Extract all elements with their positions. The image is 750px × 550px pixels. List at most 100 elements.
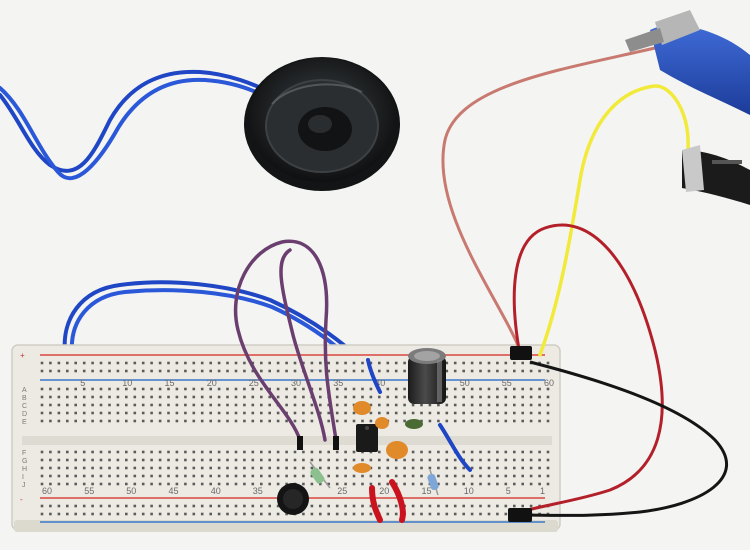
breadboard-hole <box>293 395 297 399</box>
breadboard-hole <box>521 369 524 373</box>
breadboard-hole <box>361 482 364 486</box>
breadboard-hole <box>260 403 263 407</box>
breadboard-hole <box>394 512 398 516</box>
breadboard-hole <box>335 466 339 470</box>
breadboard-hole <box>504 482 508 486</box>
breadboard-hole <box>538 458 541 462</box>
breadboard-hole <box>150 403 153 407</box>
breadboard-hole <box>352 411 356 415</box>
breadboard-hole <box>91 419 94 423</box>
breadboard-hole <box>99 482 103 486</box>
breadboard-hole <box>378 466 381 470</box>
breadboard-hole <box>352 458 356 462</box>
breadboard-hole <box>378 458 381 462</box>
breadboard-hole <box>251 403 255 407</box>
breadboard-hole <box>66 512 69 516</box>
breadboard-hole <box>251 387 255 391</box>
breadboard-hole <box>141 504 145 508</box>
breadboard-hole <box>108 395 111 399</box>
breadboard-hole <box>49 361 52 365</box>
breadboard-hole <box>74 474 77 478</box>
breadboard-hole <box>378 474 381 478</box>
breadboard-hole <box>310 466 314 470</box>
breadboard-hole <box>479 361 482 365</box>
breadboard-hole <box>226 512 229 516</box>
breadboard-hole <box>327 369 330 373</box>
breadboard-hole <box>462 482 465 486</box>
breadboard-hole <box>74 450 77 454</box>
breadboard-hole <box>99 512 103 516</box>
breadboard-hole <box>319 361 322 365</box>
breadboard-hole <box>538 419 541 423</box>
ceramic-capacitor-orange-1 <box>353 401 371 415</box>
breadboard-hole <box>217 411 221 415</box>
breadboard-hole <box>420 450 423 454</box>
breadboard-hole <box>200 411 204 415</box>
breadboard-hole <box>91 361 94 365</box>
breadboard-hole <box>133 411 137 415</box>
breadboard-hole <box>529 387 533 391</box>
breadboard-hole <box>184 466 187 470</box>
breadboard-hole <box>99 403 103 407</box>
breadboard-hole <box>479 403 482 407</box>
breadboard-hole <box>470 403 474 407</box>
breadboard-hole <box>352 512 356 516</box>
alligator-clip-black <box>682 145 750 205</box>
breadboard-hole <box>217 458 221 462</box>
breadboard-hole <box>462 361 465 365</box>
breadboard-hole <box>200 474 204 478</box>
breadboard-hole <box>260 482 263 486</box>
breadboard-hole <box>293 466 297 470</box>
breadboard-hole <box>462 419 465 423</box>
breadboard-hole <box>251 411 255 415</box>
breadboard-hole <box>428 411 432 415</box>
breadboard-hole <box>141 361 145 365</box>
breadboard-hole <box>394 395 398 399</box>
breadboard-hole <box>49 395 52 399</box>
breadboard-hole <box>141 419 145 423</box>
breadboard-hole <box>437 403 440 407</box>
breadboard-hole <box>470 419 474 423</box>
breadboard-hole <box>125 361 128 365</box>
breadboard-hole <box>352 450 356 454</box>
breadboard-hole <box>268 458 271 462</box>
breadboard-hole <box>487 474 491 478</box>
column-number-top: 50 <box>460 378 470 388</box>
breadboard-hole <box>116 504 120 508</box>
breadboard-hole <box>125 504 128 508</box>
breadboard-hole <box>285 458 288 462</box>
breadboard-hole <box>352 369 356 373</box>
breadboard-hole <box>200 369 204 373</box>
breadboard-hole <box>192 504 196 508</box>
breadboard-hole <box>184 411 187 415</box>
breadboard-hole <box>513 504 516 508</box>
breadboard-hole <box>327 482 330 486</box>
breadboard-hole <box>192 466 196 470</box>
breadboard-hole <box>125 403 128 407</box>
breadboard-hole <box>133 466 137 470</box>
breadboard-hole <box>82 482 86 486</box>
breadboard-hole <box>411 512 415 516</box>
breadboard-hole <box>335 482 339 486</box>
breadboard-hole <box>57 361 61 365</box>
breadboard-hole <box>352 387 356 391</box>
breadboard-hole <box>226 395 229 399</box>
breadboard-hole <box>285 466 288 470</box>
breadboard-hole <box>125 411 128 415</box>
breadboard-hole <box>529 395 533 399</box>
breadboard-hole <box>91 387 94 391</box>
breadboard-hole <box>74 387 77 391</box>
breadboard-hole <box>158 395 162 399</box>
breadboard-hole <box>125 474 128 478</box>
breadboard-hole <box>496 466 499 470</box>
row-letter: B <box>22 395 27 402</box>
breadboard-hole <box>479 419 482 423</box>
breadboard-hole <box>200 361 204 365</box>
breadboard-hole <box>293 450 297 454</box>
breadboard-hole <box>125 387 128 391</box>
breadboard-hole <box>116 395 120 399</box>
breadboard-hole <box>504 466 508 470</box>
breadboard-hole <box>74 512 77 516</box>
breadboard-hole <box>108 466 111 470</box>
breadboard-hole <box>504 450 508 454</box>
